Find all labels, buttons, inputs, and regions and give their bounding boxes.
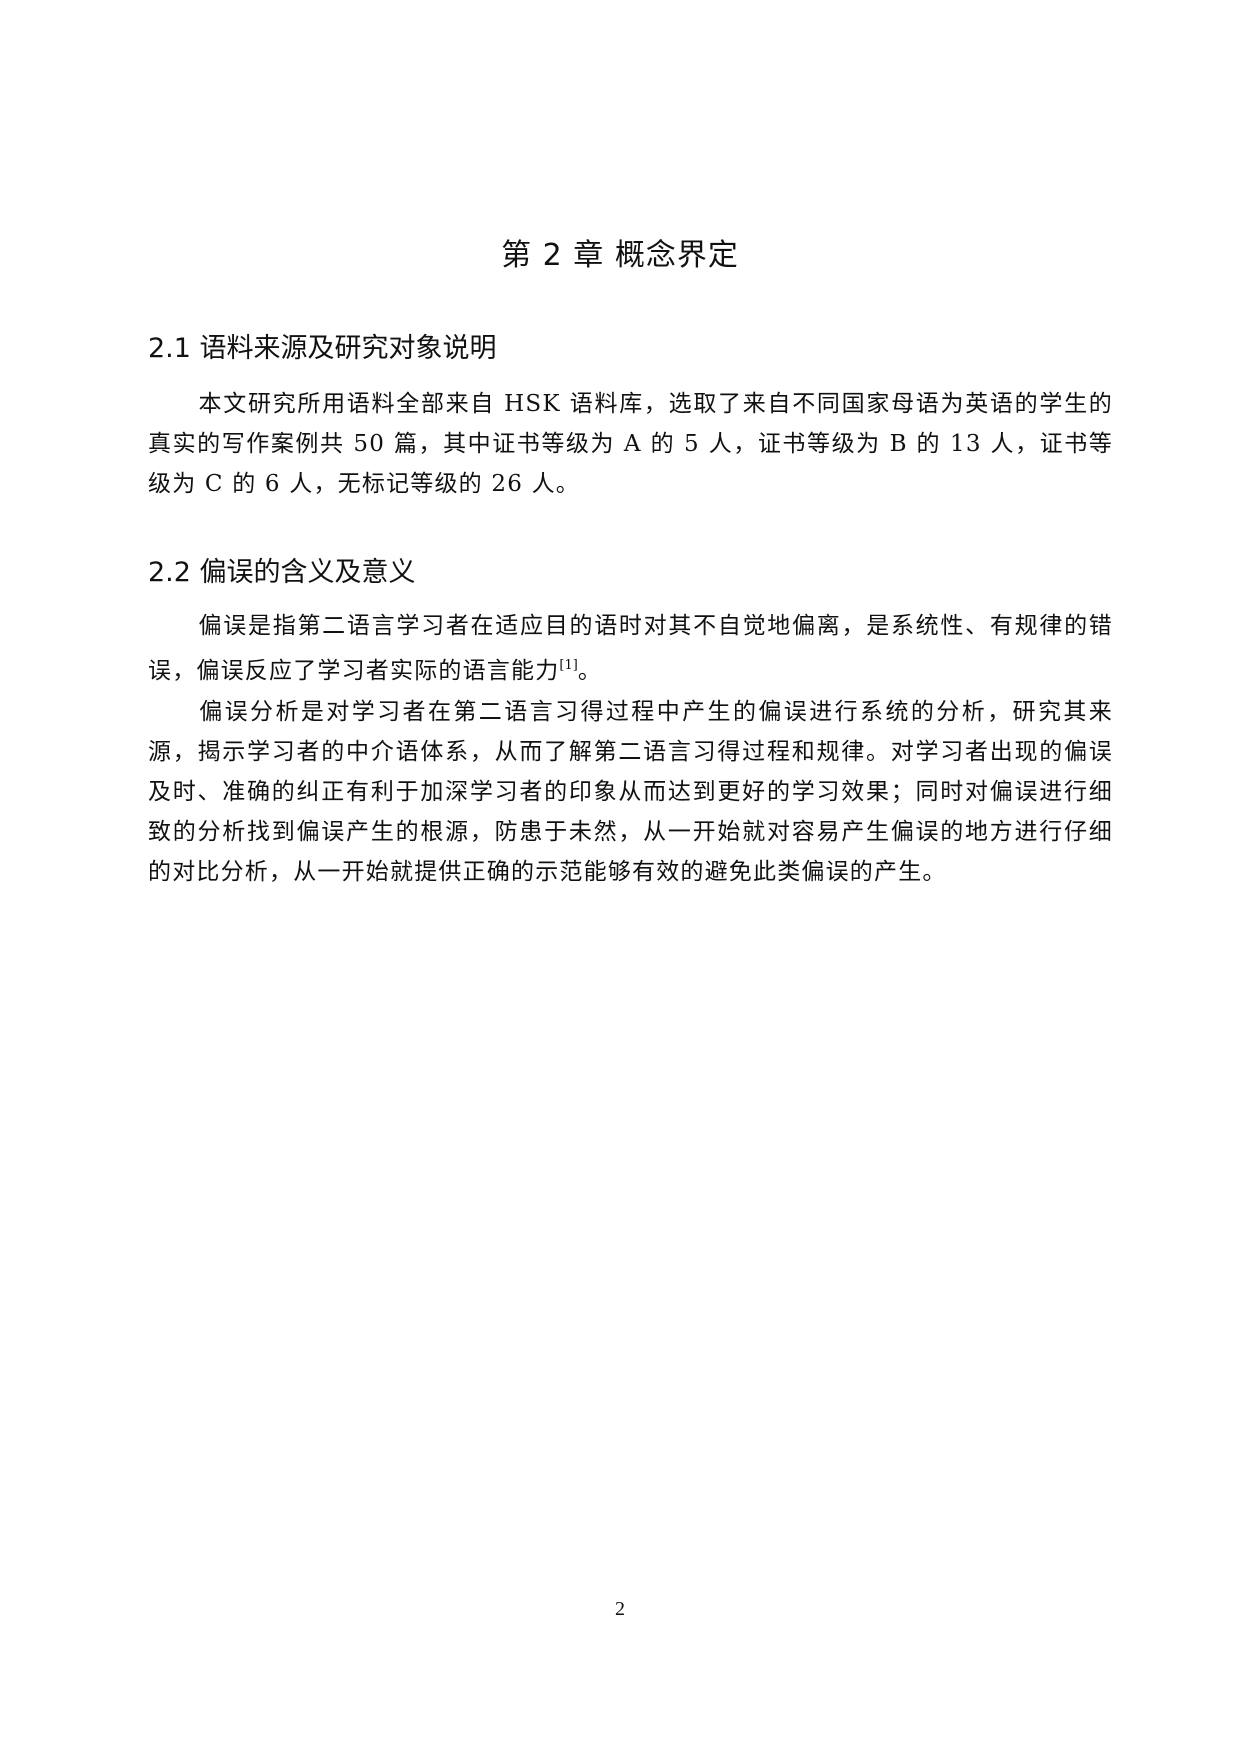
section-title-2-1: 2.1 语料来源及研究对象说明: [148, 333, 497, 364]
paragraph-text: 偏误是指第二语言学习者在适应目的语时对其不自觉地偏离，是系统性、有规律的错误，偏…: [148, 613, 1113, 684]
section-title-2-2: 2.2 偏误的含义及意义: [148, 557, 416, 588]
citation-reference[interactable]: [1]: [559, 658, 578, 673]
page-number: 2: [615, 1598, 625, 1620]
paragraph-error-analysis: 偏误分析是对学习者在第二语言习得过程中产生的偏误进行系统的分析，研究其来源，揭示…: [148, 692, 1113, 892]
paragraph-error-definition: 偏误是指第二语言学习者在适应目的语时对其不自觉地偏离，是系统性、有规律的错误，偏…: [148, 606, 1113, 691]
paragraph-corpus-source: 本文研究所用语料全部来自 HSK 语料库，选取了来自不同国家母语为英语的学生的真…: [148, 384, 1113, 504]
paragraph-end-punctuation: 。: [577, 658, 603, 684]
paragraph-text: 本文研究所用语料全部来自 HSK 语料库，选取了来自不同国家母语为英语的学生的真…: [148, 391, 1113, 497]
paragraph-text: 偏误分析是对学习者在第二语言习得过程中产生的偏误进行系统的分析，研究其来源，揭示…: [148, 699, 1113, 885]
chapter-title: 第 2 章 概念界定: [501, 238, 739, 273]
